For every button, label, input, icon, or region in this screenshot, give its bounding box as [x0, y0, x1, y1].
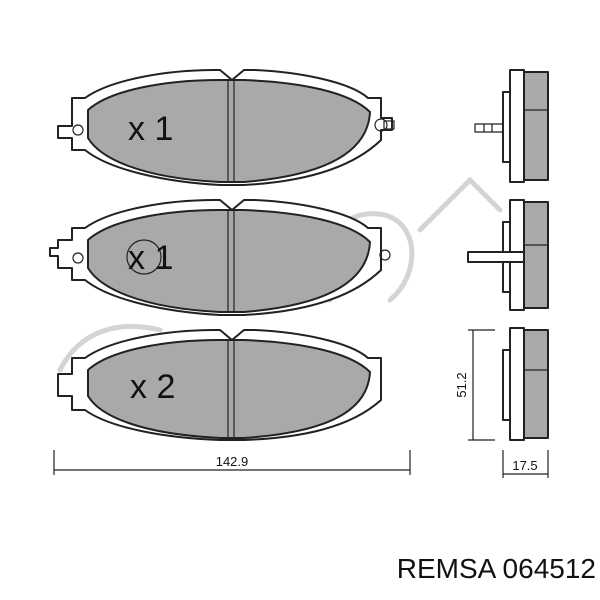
- pad-quantity-label-middle: x 1: [128, 239, 173, 277]
- dimension-thickness: 17.5: [502, 450, 549, 478]
- pad-quantity-label-top: x 1: [128, 110, 173, 148]
- thickness-dimension-label: 17.5: [512, 458, 537, 473]
- dimension-height: 51.2: [454, 329, 495, 441]
- width-dimension-label: 142.9: [216, 454, 249, 469]
- brake-pad-top: x 1: [57, 69, 395, 186]
- brake-pad-middle: x 1: [49, 199, 391, 316]
- dimension-width: 142.9: [53, 450, 411, 475]
- part-caption: REMSA 064512: [397, 553, 596, 584]
- side-view-bottom: [502, 327, 549, 441]
- brake-pad-bottom: x 2: [57, 329, 382, 441]
- height-dimension-label: 51.2: [454, 372, 469, 397]
- side-view-middle: [467, 199, 549, 311]
- pad-quantity-label-bottom: x 2: [130, 368, 175, 406]
- side-view-top: [474, 69, 549, 183]
